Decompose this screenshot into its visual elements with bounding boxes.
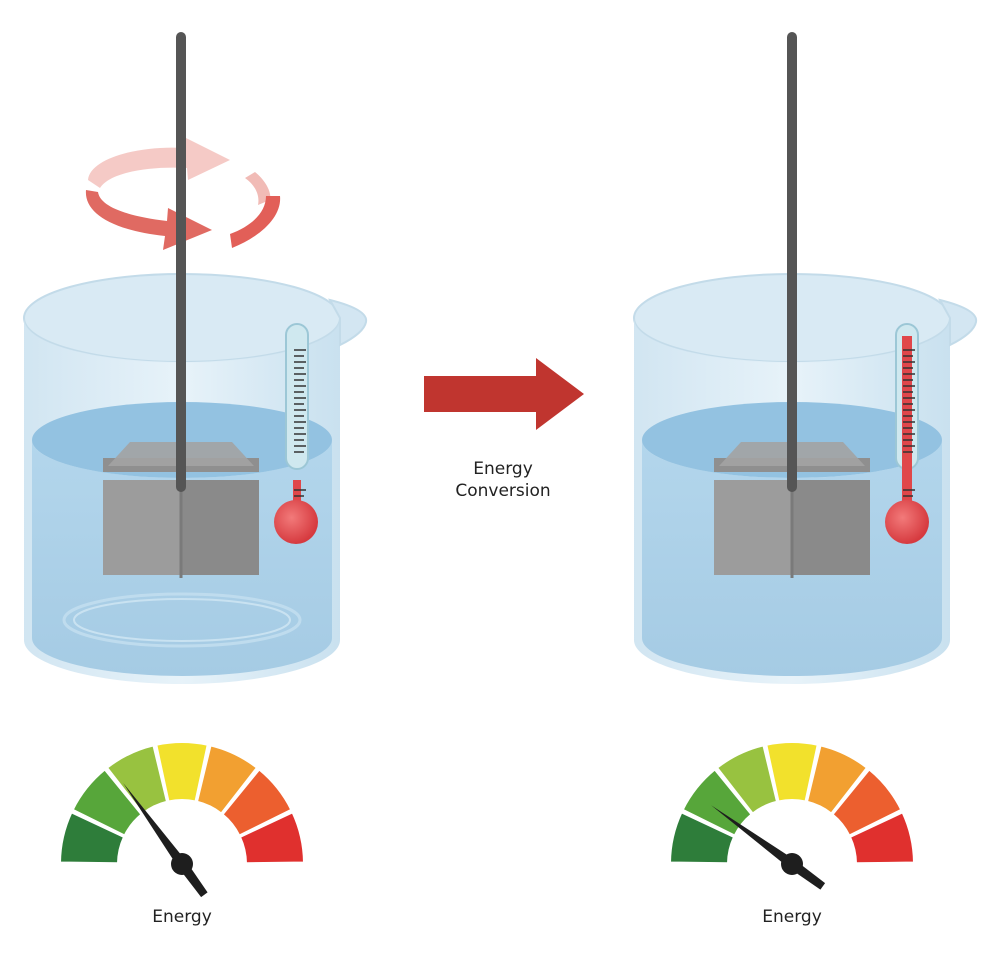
gauge-segment [238,811,306,865]
beaker-right-group [633,32,978,684]
gauge-segment [155,741,209,803]
gauge-segment [715,744,779,815]
conversion-arrow-icon [424,358,584,430]
gauge-segment [58,811,126,865]
paddle [103,440,259,578]
swirl-ring [62,592,302,648]
energy-gauge-left [58,741,306,898]
beaker-spout [328,298,368,347]
gauge-segment [71,768,143,837]
beaker-spout [938,298,978,347]
thermometer-left [274,323,318,544]
conversion-label-line1: Energy [473,459,533,479]
stirring-rod [176,32,186,492]
gauge-segment [681,768,753,837]
gauge-label-left: Energy [152,907,212,927]
beaker-left-group [23,32,368,684]
gauge-segment [668,811,736,865]
thermometer-right [885,323,929,544]
stirring-rod [787,32,797,492]
paddle [714,440,870,578]
gauge-segment [105,744,169,815]
gauge-segment [195,744,259,815]
swirl-ring [73,598,291,642]
gauge-segment [805,744,869,815]
gauge-segment [221,768,293,837]
gauge-segment [765,741,819,803]
gauge-label-right: Energy [762,907,822,927]
gauge-hub [171,853,193,875]
gauge-segment [831,768,903,837]
gauge-segment [848,811,916,865]
energy-gauge-right [668,741,916,890]
conversion-label-line2: Conversion [455,481,551,501]
conversion-label: Energy Conversion [430,458,576,502]
gauge-hub [781,853,803,875]
